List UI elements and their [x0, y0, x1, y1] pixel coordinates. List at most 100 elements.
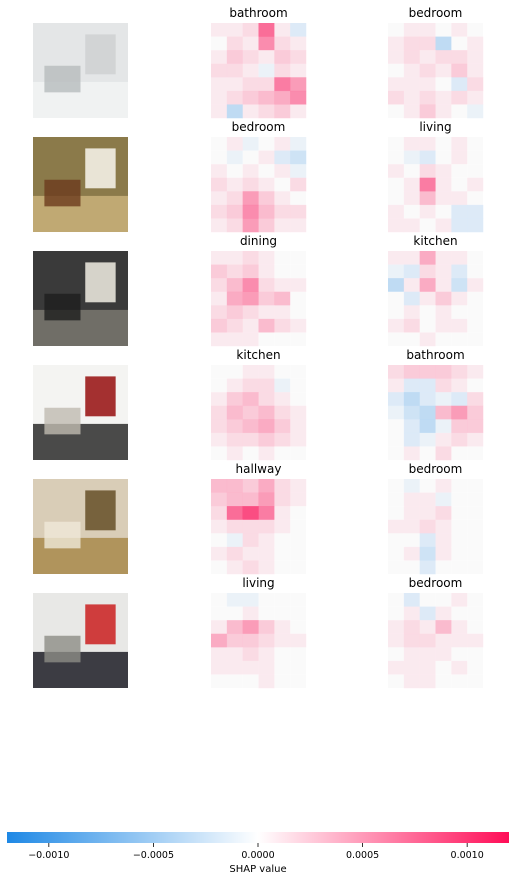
heatmap-cell	[467, 446, 484, 461]
shap-panel: dining	[211, 234, 307, 347]
heatmap-cell	[274, 405, 291, 420]
heatmap-cell	[388, 660, 405, 675]
panel-title: living	[419, 120, 451, 134]
heatmap-cell	[388, 506, 405, 521]
heatmap-cell	[258, 492, 275, 507]
heatmap-cell	[226, 365, 243, 379]
heatmap-cell	[451, 620, 468, 635]
heatmap-cell	[211, 305, 228, 320]
heatmap-cell	[403, 479, 420, 493]
heatmap-cell	[274, 77, 291, 92]
heatmap-cell	[435, 533, 452, 548]
heatmap-cell	[388, 519, 405, 534]
heatmap-cell	[451, 560, 468, 575]
heatmap-cell	[211, 620, 228, 635]
heatmap-cell	[290, 446, 307, 461]
heatmap-cell	[258, 36, 275, 51]
heatmap-cell	[467, 432, 484, 447]
heatmap-cell	[388, 546, 405, 561]
heatmap-cell	[403, 251, 420, 265]
heatmap-cell	[467, 77, 484, 92]
heatmap-cell	[258, 365, 275, 379]
heatmap-cell	[290, 506, 307, 521]
heatmap-cell	[290, 432, 307, 447]
heatmap-cell	[211, 36, 228, 51]
shap-panel: living	[388, 120, 484, 233]
heatmap-cell	[451, 63, 468, 78]
heatmap-cell	[226, 77, 243, 92]
heatmap-cell	[388, 533, 405, 548]
heatmap-cell	[211, 218, 228, 233]
heatmap-cell	[274, 318, 291, 333]
heatmap-cell	[242, 63, 259, 78]
heatmap-cell	[403, 392, 420, 407]
heatmap-cell	[258, 264, 275, 279]
heatmap-cell	[403, 23, 420, 37]
heatmap-cell	[258, 606, 275, 621]
heatmap-cell	[435, 479, 452, 493]
heatmap-cell	[226, 137, 243, 151]
heatmap-cell	[388, 332, 405, 347]
heatmap-cell	[435, 305, 452, 320]
heatmap-cell	[388, 177, 405, 192]
heatmap-cell	[274, 204, 291, 219]
colorbar-tick-label: 0.0010	[451, 850, 484, 861]
heatmap-cell	[403, 432, 420, 447]
heatmap-cell	[242, 77, 259, 92]
heatmap-cell	[388, 392, 405, 407]
heatmap-cell	[290, 533, 307, 548]
heatmap-cell	[258, 218, 275, 233]
heatmap-cell	[242, 150, 259, 165]
heatmap-cell	[290, 63, 307, 78]
heatmap-cell	[258, 332, 275, 347]
heatmap-cell	[242, 546, 259, 561]
heatmap-cell	[290, 90, 307, 105]
heatmap-cell	[419, 620, 436, 635]
heatmap-cell	[258, 318, 275, 333]
heatmap-cell	[403, 560, 420, 575]
heatmap-cell	[290, 660, 307, 675]
heatmap-cell	[467, 633, 484, 648]
colorbar-label: SHAP value	[229, 864, 286, 875]
heatmap-cell	[388, 606, 405, 621]
heatmap-cell	[403, 218, 420, 233]
heatmap-cell	[242, 560, 259, 575]
heatmap-cell	[419, 432, 436, 447]
heatmap-cell	[274, 606, 291, 621]
heatmap-cell	[211, 405, 228, 420]
heatmap-cell	[290, 318, 307, 333]
heatmap-cell	[419, 446, 436, 461]
heatmap-cell	[467, 405, 484, 420]
heatmap-cell	[211, 446, 228, 461]
panel-title: dining	[240, 234, 277, 248]
heatmap-cell	[435, 278, 452, 293]
heatmap-cell	[258, 150, 275, 165]
heatmap-cell	[242, 378, 259, 393]
heatmap-cell	[435, 63, 452, 78]
heatmap-cell	[435, 392, 452, 407]
heatmap-cell	[467, 23, 484, 37]
heatmap-cell	[467, 50, 484, 65]
heatmap-cell	[388, 674, 405, 689]
heatmap-cell	[226, 432, 243, 447]
heatmap-cell	[435, 23, 452, 37]
shap-panel: bedroom	[388, 576, 484, 689]
heatmap-cell	[290, 191, 307, 206]
heatmap-cell	[290, 419, 307, 434]
heatmap-cell	[467, 479, 484, 493]
heatmap-cell	[290, 378, 307, 393]
heatmap-cell	[388, 378, 405, 393]
heatmap-cell	[258, 405, 275, 420]
room-photo	[33, 365, 128, 460]
heatmap-cell	[388, 191, 405, 206]
heatmap-cell	[388, 492, 405, 507]
heatmap-cell	[258, 392, 275, 407]
heatmap-cell	[211, 77, 228, 92]
heatmap-cell	[274, 378, 291, 393]
shap-panel: bedroom	[388, 462, 484, 575]
heatmap-cell	[403, 405, 420, 420]
shap-panel: kitchen	[388, 234, 484, 347]
